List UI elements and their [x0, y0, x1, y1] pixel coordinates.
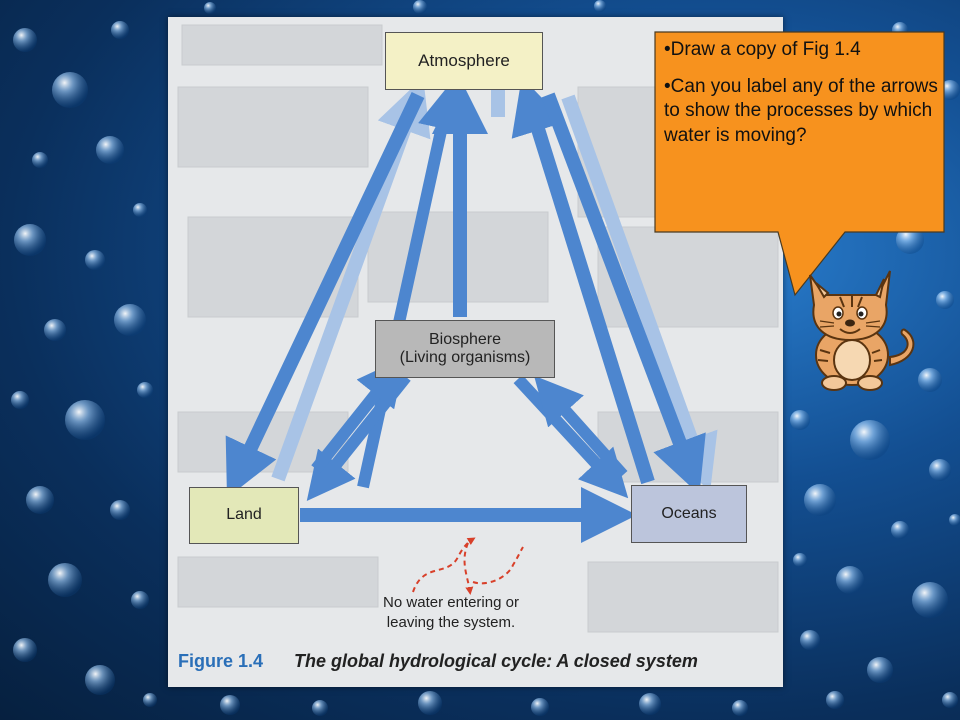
- closed-system-note-line2: leaving the system.: [386, 613, 516, 631]
- figure-caption: Figure 1.4 The global hydrological cycle…: [178, 651, 783, 672]
- oceans-to-biosphere-arrow: [533, 375, 628, 480]
- speech-bubble-text: •Draw a copy of Fig 1.4 •Can you label a…: [664, 38, 940, 161]
- land-box: Land: [189, 487, 299, 544]
- figure-caption-label: Figure 1.4: [178, 651, 264, 671]
- atmosphere-label: Atmosphere: [418, 51, 510, 71]
- oceans-box: Oceans: [631, 485, 747, 543]
- atmosphere-to-oceans-faint-arrow: [561, 94, 718, 492]
- red-dashed-down-arrow: [463, 542, 474, 595]
- closed-system-note-line1: No water entering or: [383, 594, 519, 611]
- figure-caption-text: The global hydrological cycle: A closed …: [294, 651, 698, 671]
- atmosphere-box: Atmosphere: [385, 32, 543, 90]
- biosphere-sublabel: (Living organisms): [399, 349, 531, 366]
- atmosphere-to-land-arrow: [225, 92, 425, 498]
- land-to-biosphere-arrow: [311, 356, 406, 473]
- red-dashed-out-arrow: [472, 546, 524, 585]
- red-dashed-in-arrow: [412, 537, 476, 593]
- hydrological-cycle-arrows: [177, 24, 779, 633]
- figure-panel: Atmosphere Biosphere (Living organisms) …: [168, 17, 783, 687]
- biosphere-box: Biosphere (Living organisms): [375, 320, 555, 378]
- land-label: Land: [226, 506, 262, 524]
- cat-face: [819, 306, 881, 334]
- closed-system-note: No water entering or leaving the system.: [358, 593, 544, 632]
- oceans-to-atmosphere-arrow: [511, 76, 655, 485]
- oceans-label: Oceans: [661, 504, 717, 522]
- biosphere-label: Biosphere: [428, 330, 502, 348]
- cartoon-cat-icon: [809, 270, 915, 391]
- instruction-bullet-1: •Draw a copy of Fig 1.4: [664, 39, 861, 60]
- atmosphere-to-oceans-arrow: [541, 92, 706, 495]
- instruction-bullet-2: •Can you label any of the arrows to show…: [664, 75, 938, 147]
